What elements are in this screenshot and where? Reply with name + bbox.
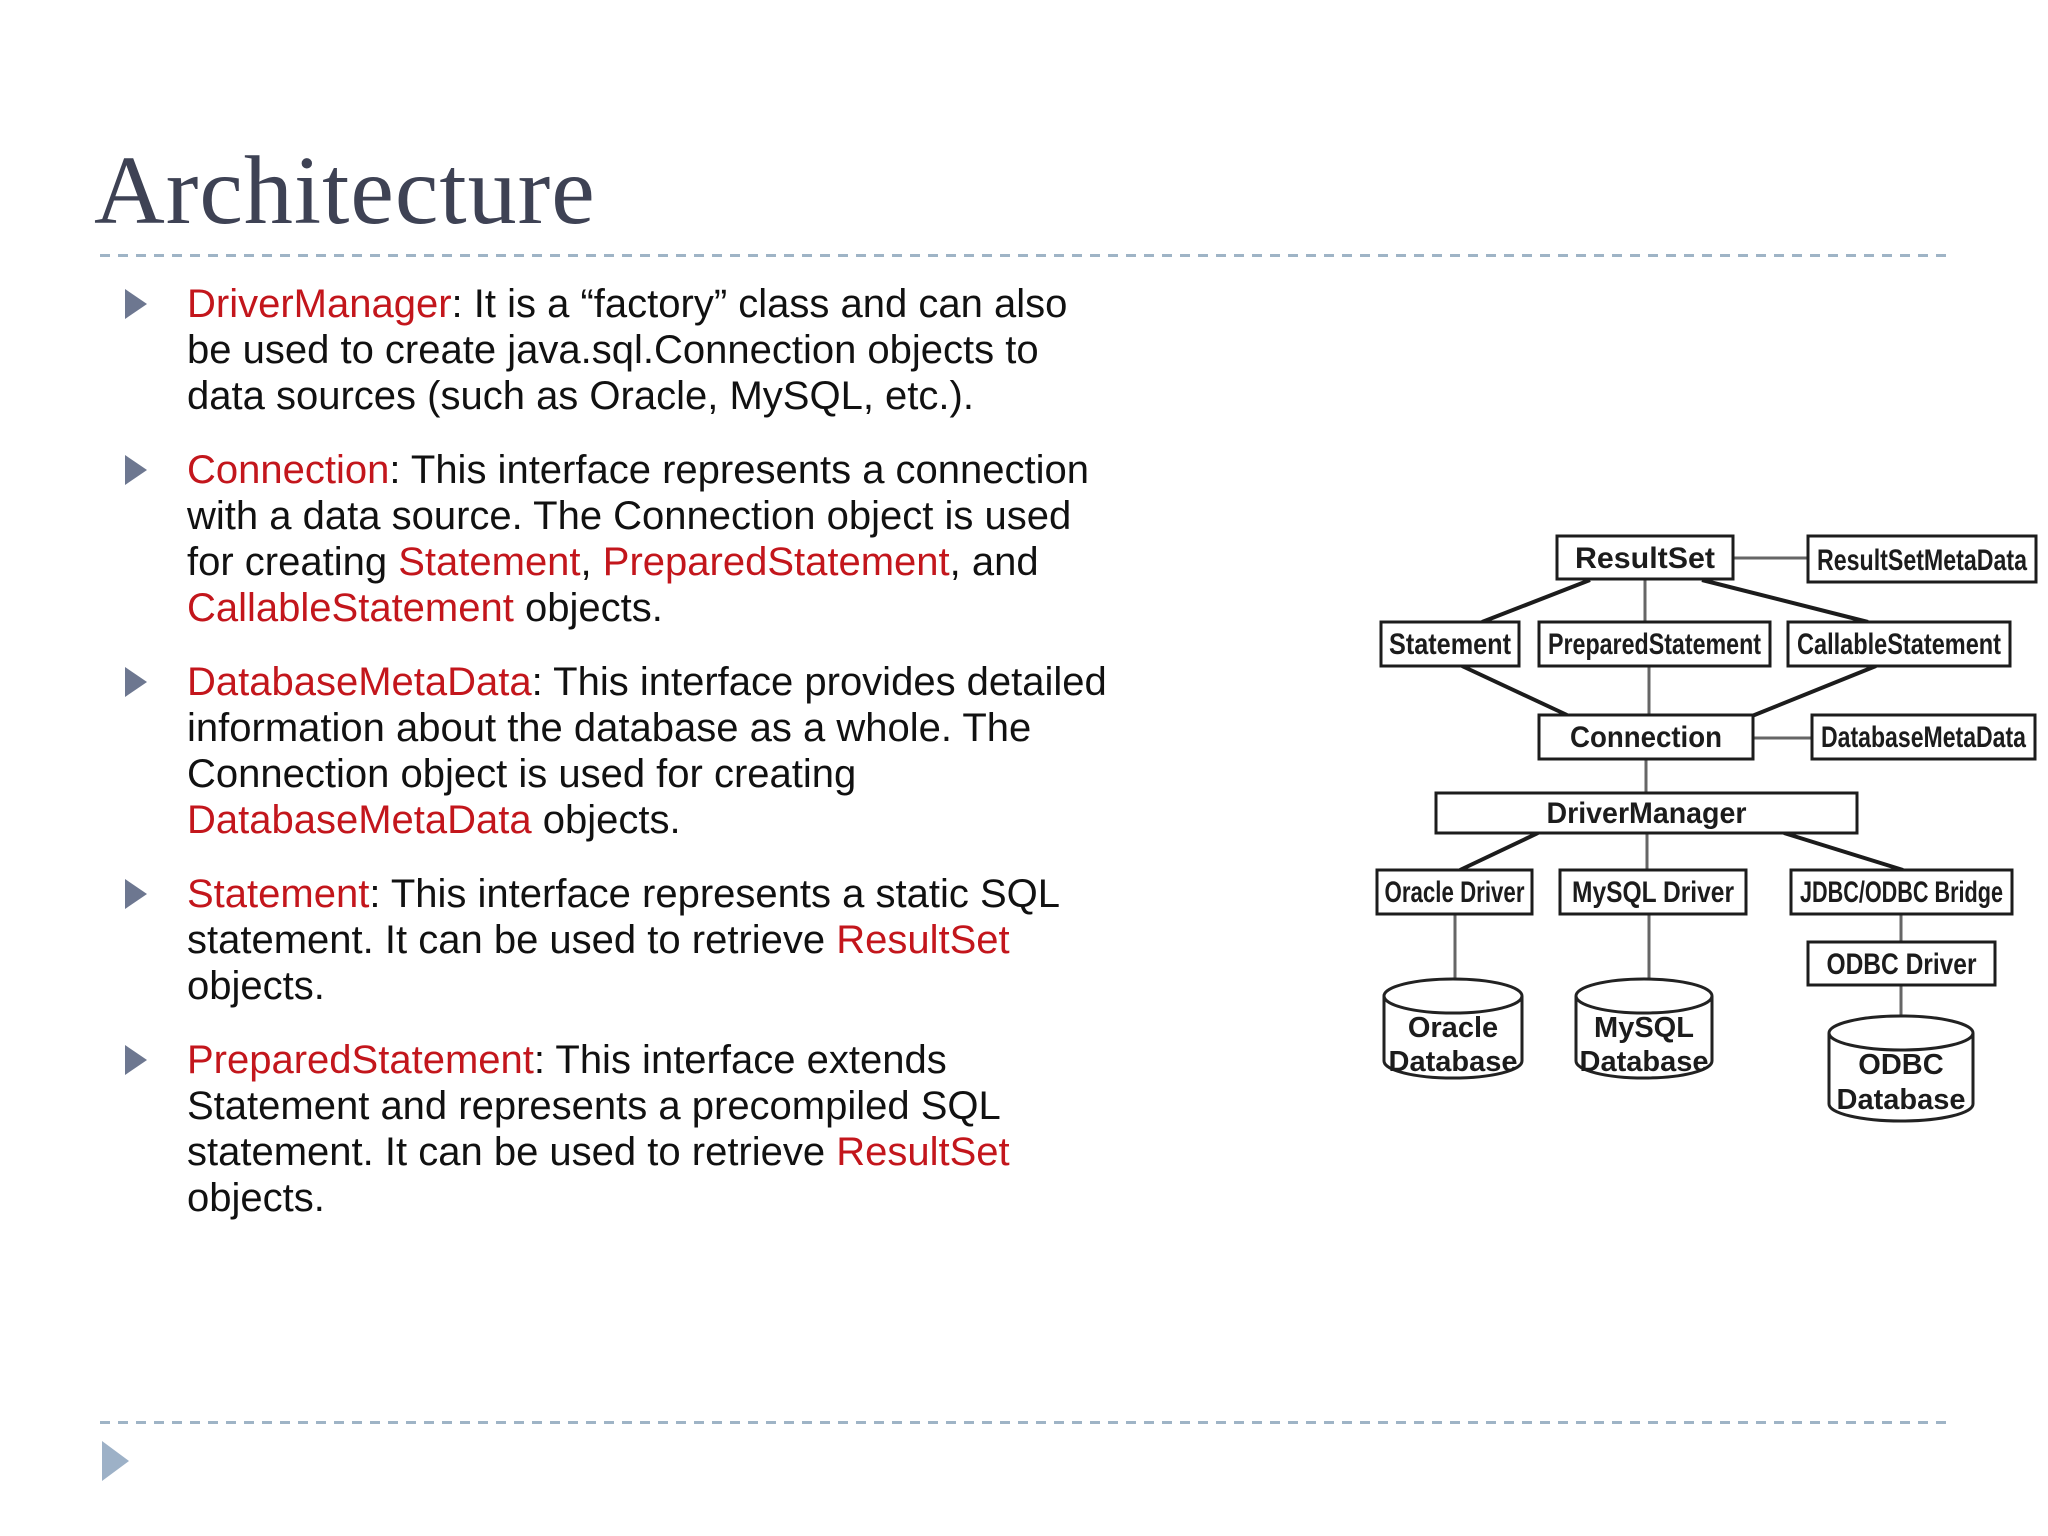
diagram-box-oracledriver [1375, 868, 1534, 916]
keyword-red: Statement [398, 540, 581, 584]
body-text: : This interface represents a static SQL [369, 872, 1061, 916]
diagram-box-callablestatement [1786, 620, 2012, 668]
diagram-label-mysql-database-line1: MySQL [1594, 1012, 1694, 1044]
list-item: PreparedStatement: This interface extend… [125, 1037, 1325, 1221]
cylinder-top [1574, 977, 1714, 1015]
cylinder-body [1382, 996, 1524, 1080]
cylinder-body [1827, 1033, 1975, 1123]
diagram-label-jdbcodbcbridge: JDBC/ODBC Bridge [1800, 876, 2003, 909]
diagram-label-odbcdriver: ODBC Driver [1827, 948, 1977, 981]
diagram-box-odbcdriver [1806, 940, 1997, 987]
list-item: Connection: This interface represents a … [125, 447, 1325, 631]
body-text: data sources (such as Oracle, MySQL, etc… [187, 374, 974, 418]
bullet-text: DriverManager: It is a “factory” class a… [187, 282, 1067, 418]
list-item: Statement: This interface represents a s… [125, 871, 1325, 1009]
connector-resultset-callablestatement [1701, 578, 1869, 624]
diagram-label-mysqldriver: MySQL Driver [1572, 876, 1734, 909]
list-item: DriverManager: It is a “factory” class a… [125, 281, 1325, 419]
diagram-box-connection [1537, 713, 1755, 761]
body-text: : This interface provides detailed [531, 660, 1107, 704]
body-text: information about the database as a whol… [187, 706, 1032, 750]
keyword-red: ResultSet [836, 918, 1010, 962]
bullet-text: DatabaseMetaData: This interface provide… [187, 660, 1107, 842]
keyword-red: Connection [187, 448, 390, 492]
bullet-text: Connection: This interface represents a … [187, 448, 1089, 630]
diagram-label-mysql-database-line2: Database [1580, 1046, 1709, 1078]
body-text: be used to create java.sql.Connection ob… [187, 328, 1039, 372]
cylinder-body [1574, 996, 1714, 1080]
body-text: statement. It can be used to retrieve [187, 1130, 837, 1174]
diagram-box-databasemetadata [1810, 713, 2037, 761]
keyword-red: ResultSet [836, 1130, 1010, 1174]
title-divider-line [100, 254, 1948, 257]
keyword-red: PreparedStatement [602, 540, 950, 584]
diagram-label-oracle-database-line1: Oracle [1408, 1012, 1498, 1044]
footer-divider-line [100, 1421, 1948, 1424]
diagram-label-connection: Connection [1570, 721, 1722, 754]
body-text: objects. [513, 586, 663, 630]
page-title: Architecture [94, 137, 596, 245]
bullet-text: PreparedStatement: This interface extend… [187, 1038, 1010, 1220]
bullet-triangle-icon [125, 667, 147, 697]
body-text: Connection object is used for creating [187, 752, 857, 796]
cylinder-top [1382, 977, 1524, 1015]
keyword-red: CallableStatement [187, 586, 514, 630]
body-text: with a data source. The Connection objec… [187, 494, 1072, 538]
bullet-text: Statement: This interface represents a s… [187, 872, 1060, 1008]
connector-drivermanager-oracledriver [1459, 831, 1539, 872]
diagram-label-preparedstatement: PreparedStatement [1548, 628, 1761, 661]
body-text: , and [949, 540, 1039, 584]
diagram-box-resultset [1555, 534, 1735, 581]
footer-triangle-icon [102, 1441, 129, 1481]
diagram-label-oracledriver: Oracle Driver [1385, 876, 1525, 909]
keyword-red: DriverManager [187, 282, 452, 326]
connector-statement-connection [1461, 664, 1568, 717]
diagram-label-resultsetmetadata: ResultSetMetaData [1817, 544, 2027, 577]
diagram-label-drivermanager: DriverManager [1547, 797, 1747, 830]
database-cylinder-odbc [1827, 1014, 1975, 1123]
diagram-label-databasemetadata: DatabaseMetaData [1821, 721, 2026, 754]
diagram-box-preparedstatement [1537, 620, 1772, 668]
body-text: : This interface represents a connection [389, 448, 1090, 492]
cylinder-top [1827, 1014, 1975, 1052]
body-text: Statement and represents a precompiled S… [187, 1084, 1001, 1128]
diagram-label-statement: Statement [1389, 628, 1511, 661]
body-text: objects. [187, 1176, 325, 1220]
jdbc-architecture-diagram: ResultSet ResultSetMetaData Statement Pr… [1375, 534, 2038, 1123]
body-text: for creating [187, 540, 399, 584]
bullet-triangle-icon [125, 455, 147, 485]
diagram-label-oracle-database-line2: Database [1389, 1046, 1518, 1078]
connector-drivermanager-jdbcodbcbridge [1783, 831, 1904, 872]
keyword-red: DatabaseMetaData [187, 798, 532, 842]
database-cylinder-mysql [1574, 977, 1714, 1080]
diagram-box-drivermanager [1434, 791, 1859, 835]
bullet-triangle-icon [125, 879, 147, 909]
keyword-red: PreparedStatement [187, 1038, 534, 1082]
body-text: objects. [187, 964, 325, 1008]
diagram-box-jdbcodbcbridge [1789, 868, 2014, 916]
diagram-label-resultset: ResultSet [1575, 542, 1715, 575]
body-text: : This interface extends [533, 1038, 947, 1082]
list-item: DatabaseMetaData: This interface provide… [125, 659, 1325, 843]
bullet-triangle-icon [125, 1045, 147, 1075]
keyword-red: Statement [187, 872, 370, 916]
body-text: objects. [531, 798, 681, 842]
bullet-triangle-icon [125, 289, 147, 319]
diagram-box-resultsetmetadata [1806, 534, 2038, 584]
body-text: : It is a “factory” class and can also [451, 282, 1068, 326]
connector-resultset-statement [1481, 578, 1591, 624]
body-text: , [580, 540, 603, 584]
bullet-list: DriverManager: It is a “factory” class a… [125, 281, 1325, 1249]
keyword-red: DatabaseMetaData [187, 660, 532, 704]
diagram-label-callablestatement: CallableStatement [1797, 628, 2001, 661]
diagram-label-odbc-database-line2: Database [1837, 1084, 1966, 1116]
diagram-box-statement [1379, 620, 1521, 668]
connector-callablestatement-connection [1751, 664, 1877, 718]
diagram-label-odbc-database-line1: ODBC [1858, 1049, 1943, 1081]
diagram-box-mysqldriver [1558, 868, 1748, 916]
body-text: statement. It can be used to retrieve [187, 918, 837, 962]
database-cylinder-oracle [1382, 977, 1524, 1080]
